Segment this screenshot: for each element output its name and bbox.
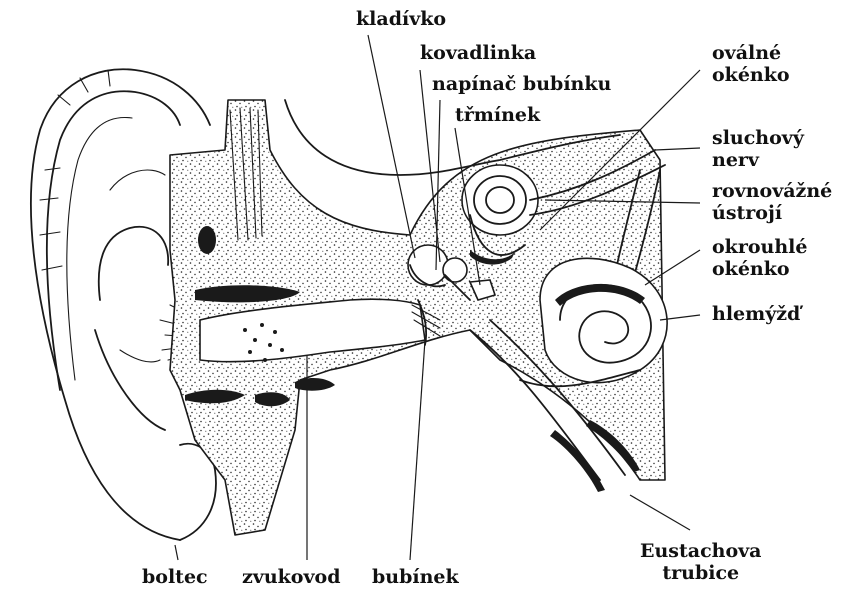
label-rovnovazne-line1: rovnovážné (712, 180, 832, 202)
label-kovadlinka: kovadlinka (420, 42, 536, 64)
label-okrouhle-line2: okénko (712, 258, 807, 280)
label-eustachova-line2: trubice (640, 562, 762, 584)
label-ovalne-okenko: oválné okénko (712, 42, 790, 86)
label-sluchovy-line1: sluchový (712, 127, 804, 149)
label-ovalne-line2: okénko (712, 64, 790, 86)
label-boltec: boltec (142, 566, 208, 588)
label-rovnovazne-line2: ústrojí (712, 202, 832, 224)
label-zvukovod: zvukovod (242, 566, 340, 588)
label-sluchovy-nerv: sluchový nerv (712, 127, 804, 171)
label-kladivko: kladívko (356, 8, 446, 30)
label-rovnovazne-ustroji: rovnovážné ústrojí (712, 180, 832, 224)
label-sluchovy-line2: nerv (712, 149, 804, 171)
label-eustachova-trubice: Eustachova trubice (640, 540, 762, 584)
label-eustachova-line1: Eustachova (640, 540, 762, 562)
label-ovalne-line1: oválné (712, 42, 790, 64)
label-trminek: třmínek (455, 104, 540, 126)
label-hlemyzd: hlemýžď (712, 303, 800, 325)
label-okrouhle-okenko: okrouhlé okénko (712, 236, 807, 280)
label-okrouhle-line1: okrouhlé (712, 236, 807, 258)
label-bubinek: bubínek (372, 566, 459, 588)
label-napinac-bubinku: napínač bubínku (432, 73, 611, 95)
